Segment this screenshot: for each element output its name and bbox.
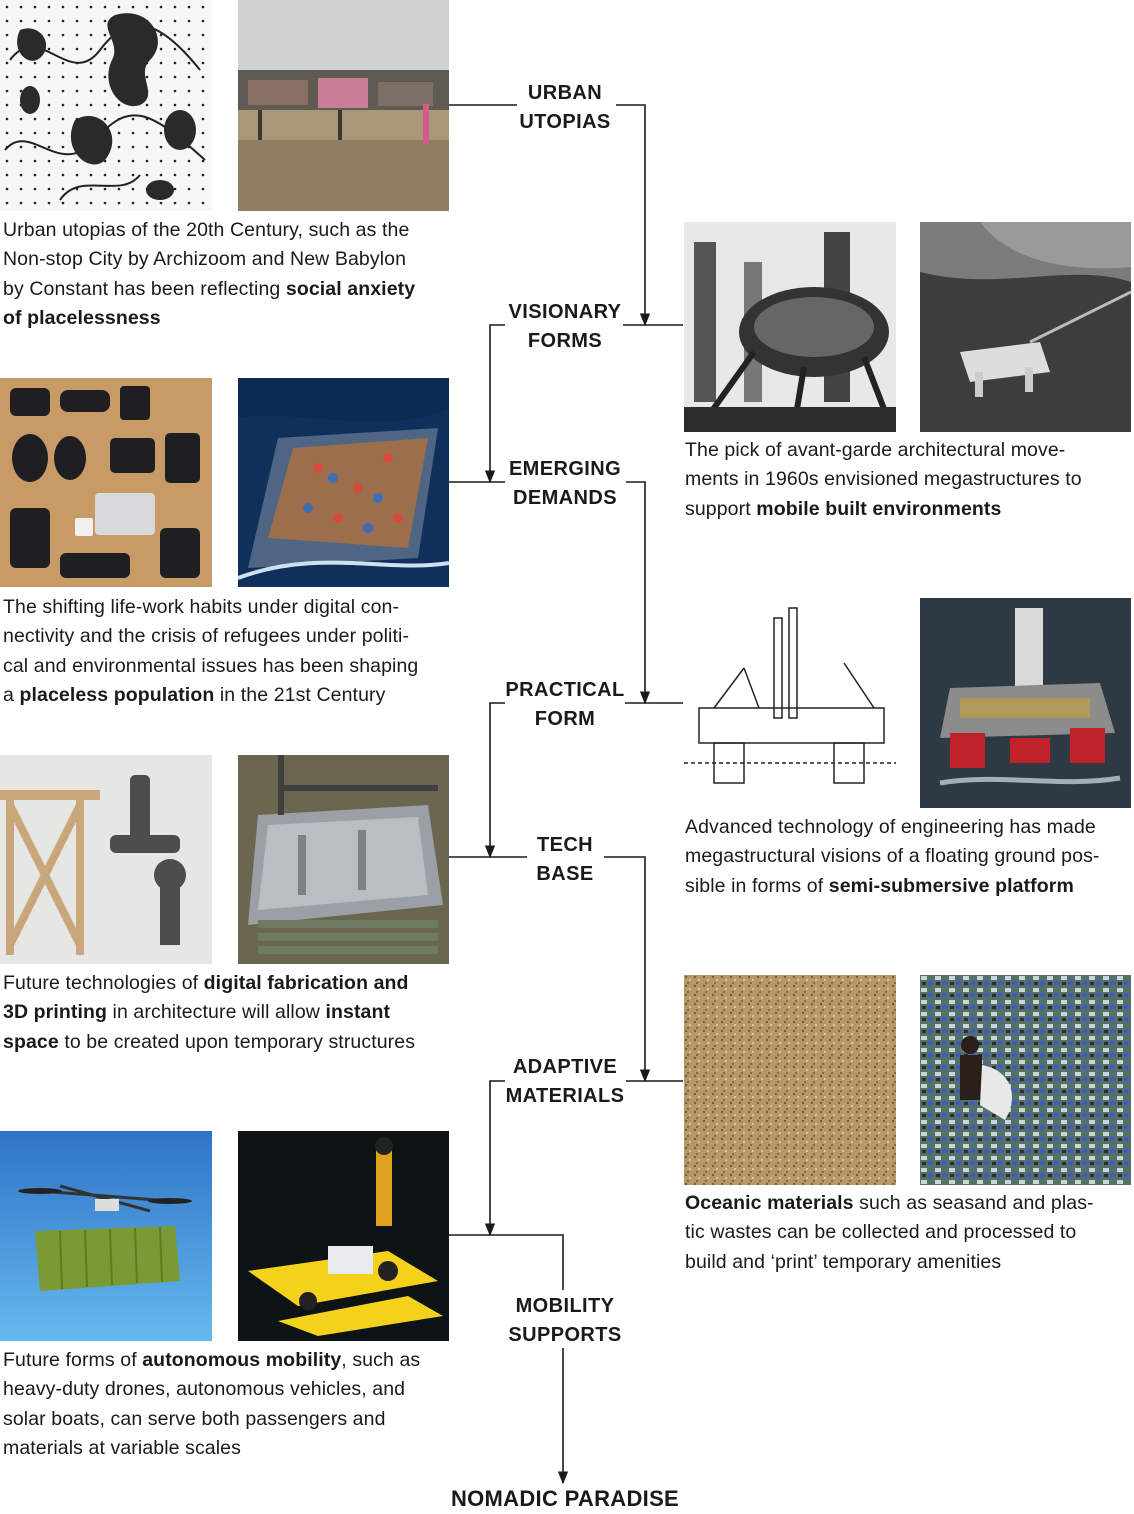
caption-line: megastructural visions of a floating gro… — [685, 842, 1100, 871]
caption-text: nectivity and the crisis of refugees und… — [3, 625, 410, 648]
sea-sand-texture-image — [684, 975, 896, 1185]
connector-mobility-supports — [449, 1234, 564, 1290]
caption-emphasis: social anxiety — [285, 277, 416, 300]
walking-city-collage-image — [684, 222, 896, 432]
caption-line: build and ‘print’ temporary amenities — [685, 1248, 1094, 1277]
caption-line: materials at variable scales — [3, 1434, 420, 1463]
caption-emphasis: placeless population — [19, 683, 215, 706]
caption-text: The shifting life-work habits under digi… — [3, 596, 400, 618]
caption-line: The pick of avant-garde architectural mo… — [685, 436, 1082, 465]
caption-adaptive-materials: Oceanic materials such as seasand and pl… — [685, 1189, 1094, 1277]
flat-lay-gadgets-image — [0, 378, 212, 587]
caption-emerging-demands: The shifting life-work habits under digi… — [3, 593, 418, 710]
arrow-tech-to-adaptive — [604, 856, 651, 1083]
caption-line: sible in forms of semi-submersive platfo… — [685, 872, 1100, 901]
caption-text: Advanced technology of engineering has m… — [685, 816, 1096, 838]
arrow-utopias-to-visionary — [616, 104, 651, 327]
plastic-waste-collection-image — [920, 975, 1131, 1185]
refugee-boat-aerial-image — [238, 378, 449, 587]
caption-text: Non-stop City by Archizoom and New Babyl… — [3, 248, 407, 271]
caption-mobility-supports: Future forms of autonomous mobility, suc… — [3, 1346, 420, 1463]
caption-emphasis: Oceanic materials — [685, 1192, 854, 1214]
caption-text: heavy-duty drones, autonomous vehicles, … — [3, 1378, 406, 1401]
caption-emphasis: autonomous mobility — [142, 1349, 342, 1371]
arrow-adaptive-to-mobility — [484, 1080, 505, 1237]
caption-text: by Constant has been reflecting — [3, 277, 286, 300]
caption-text: Future forms of — [3, 1349, 143, 1371]
caption-emphasis: instant — [325, 1001, 391, 1024]
3d-printed-house-image — [238, 755, 449, 964]
caption-line: nectivity and the crisis of refugees und… — [3, 622, 418, 651]
caption-text: materials at variable scales — [3, 1436, 241, 1459]
caption-line: Oceanic materials such as seasand and pl… — [685, 1189, 1094, 1218]
new-babylon-montage-image — [238, 0, 449, 211]
caption-text: cal and environmental issues has been sh… — [3, 654, 419, 677]
caption-text: Future technologies of — [3, 972, 204, 994]
caption-text: Urban utopias of the 20th Century, such … — [3, 219, 410, 241]
arrow-visionary-to-emerging — [484, 324, 505, 484]
caption-text: build and ‘print’ temporary amenities — [685, 1250, 1002, 1273]
caption-line: a placeless population in the 21st Centu… — [3, 681, 418, 710]
caption-line: cal and environmental issues has been sh… — [3, 652, 418, 681]
caption-line: Future forms of autonomous mobility, suc… — [3, 1346, 420, 1375]
caption-visionary-forms: The pick of avant-garde architectural mo… — [685, 436, 1082, 524]
caption-text: support — [685, 497, 757, 520]
non-stop-city-plan-image — [0, 0, 212, 211]
caption-text: sible in forms of — [685, 874, 829, 897]
caption-text: such as seasand and plas- — [853, 1192, 1094, 1214]
caption-line: space to be created upon temporary struc… — [3, 1028, 415, 1057]
platform-engineering-drawing-image — [684, 598, 896, 808]
caption-emphasis: of placelessness — [3, 306, 161, 329]
caption-text: The pick of avant-garde architectural mo… — [685, 439, 1066, 461]
robotic-timber-fabrication-image — [0, 755, 212, 964]
caption-text: in architecture will allow — [107, 1001, 326, 1024]
caption-line: support mobile built environments — [685, 495, 1082, 524]
caption-emphasis: 3D printing — [3, 1001, 108, 1024]
caption-line: of placelessness — [3, 304, 415, 333]
caption-text: in the 21st Century — [214, 683, 386, 706]
caption-line: Future technologies of digital fabricati… — [3, 969, 415, 998]
caption-emphasis: semi-submersive platform — [828, 874, 1074, 897]
caption-line: by Constant has been reflecting social a… — [3, 275, 415, 304]
caption-line: Non-stop City by Archizoom and New Babyl… — [3, 245, 415, 274]
caption-tech-base: Future technologies of digital fabricati… — [3, 969, 415, 1057]
caption-line: ments in 1960s envisioned megastructures… — [685, 465, 1082, 494]
cargo-drone-container-image — [0, 1131, 212, 1341]
semi-submersible-rig-photo-image — [920, 598, 1131, 808]
caption-text: a — [3, 683, 20, 706]
caption-text: , such as — [341, 1349, 421, 1371]
arrow-practical-to-tech — [484, 702, 505, 859]
caption-text: megastructural visions of a floating gro… — [685, 845, 1100, 868]
caption-line: tic wastes can be collected and processe… — [685, 1218, 1094, 1247]
caption-emphasis: space — [3, 1030, 59, 1053]
caption-line: 3D printing in architecture will allow i… — [3, 998, 415, 1027]
caption-emphasis: digital fabrication and — [203, 972, 409, 994]
caption-practical-form: Advanced technology of engineering has m… — [685, 813, 1100, 901]
caption-text: solar boats, can serve both passengers a… — [3, 1407, 386, 1430]
caption-line: Urban utopias of the 20th Century, such … — [3, 216, 415, 245]
caption-line: Advanced technology of engineering has m… — [685, 813, 1100, 842]
caption-line: heavy-duty drones, autonomous vehicles, … — [3, 1375, 420, 1404]
caption-line: The shifting life-work habits under digi… — [3, 593, 418, 622]
caption-text: to be created upon temporary structures — [58, 1030, 416, 1053]
arrow-emerging-to-practical — [626, 481, 651, 705]
offshore-platform-photo-image — [920, 222, 1131, 432]
caption-urban-utopias: Urban utopias of the 20th Century, such … — [3, 216, 415, 333]
caption-text: ments in 1960s envisioned megastructures… — [685, 468, 1082, 491]
autonomous-solar-boat-image — [238, 1131, 449, 1341]
caption-emphasis: mobile built environments — [756, 497, 1002, 520]
caption-line: solar boats, can serve both passengers a… — [3, 1405, 420, 1434]
caption-text: tic wastes can be collected and processe… — [685, 1221, 1077, 1244]
final-label-nomadic-paradise: NOMADIC PARADISE — [450, 1486, 680, 1511]
